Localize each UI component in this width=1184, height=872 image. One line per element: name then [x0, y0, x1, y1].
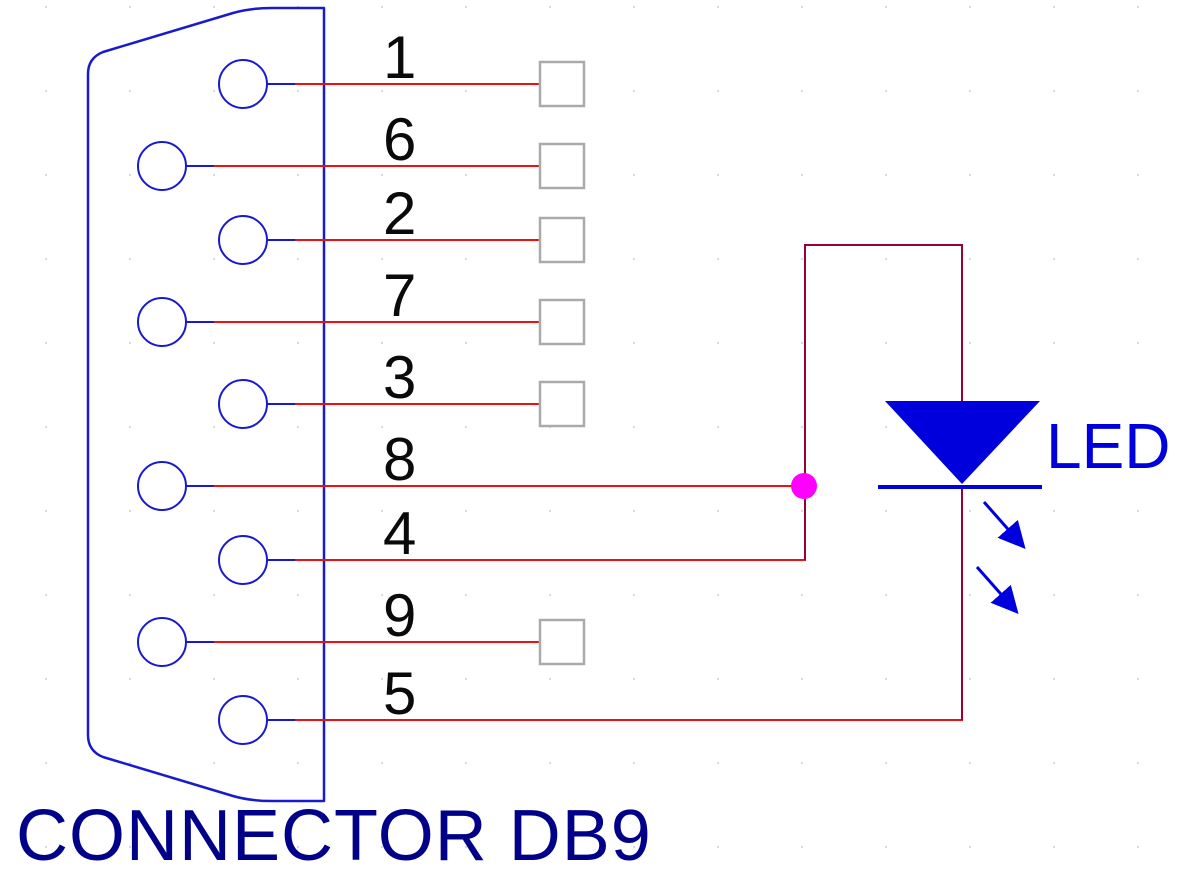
pin-number-8: 8 — [383, 426, 416, 493]
led-symbol — [878, 401, 1042, 615]
pin-number-4: 4 — [383, 500, 416, 567]
db9-connector-body — [86, 6, 326, 803]
pin-number-3: 3 — [383, 344, 416, 411]
wires — [214, 83, 963, 721]
pin-2-circle — [218, 215, 268, 265]
pin-8-circle — [137, 461, 187, 511]
pin-6-circle — [137, 141, 187, 191]
pad-pin-3 — [538, 380, 586, 428]
pin-numbers: 1 6 2 7 3 8 4 9 5 — [383, 24, 416, 727]
wire-anode-loop — [804, 244, 963, 560]
pin-number-5: 5 — [383, 660, 416, 727]
pin-7-circle — [137, 297, 187, 347]
led-label: LED — [1046, 410, 1171, 482]
pad-pin-1 — [538, 60, 586, 108]
pin-1-circle — [218, 59, 268, 109]
pad-pin-2 — [538, 216, 586, 264]
pin-number-6: 6 — [383, 106, 416, 173]
connector-label: CONNECTOR DB9 — [16, 796, 652, 872]
pin-5-circle — [218, 695, 268, 745]
pad-pin-9 — [538, 618, 586, 666]
led-emission-arrow-1 — [982, 501, 1026, 550]
pad-pin-6 — [538, 142, 586, 190]
led-anode-triangle — [885, 401, 1040, 484]
terminal-pads — [538, 60, 586, 666]
pin-3-circle — [218, 379, 268, 429]
pin-number-2: 2 — [383, 180, 416, 247]
pin-9-circle — [137, 617, 187, 667]
pin-4-circle — [218, 535, 268, 585]
pad-pin-7 — [538, 298, 586, 346]
pin-number-9: 9 — [383, 582, 416, 649]
led-emission-arrow-2 — [975, 566, 1019, 615]
db9-connector — [86, 6, 326, 803]
pin-number-7: 7 — [383, 262, 416, 329]
pin-number-1: 1 — [383, 24, 416, 91]
junction-dot — [791, 473, 817, 499]
